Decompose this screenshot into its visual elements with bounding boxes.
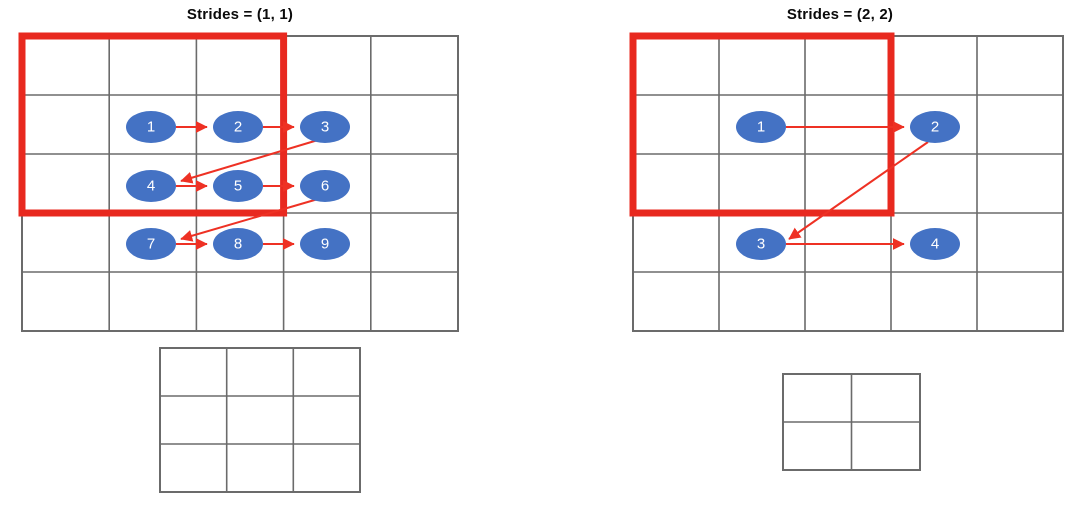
step-node-label: 5 (234, 178, 242, 195)
step-node: 3 (736, 228, 786, 260)
step-node-label: 2 (234, 119, 242, 136)
panel-title-right: Strides = (2, 2) (786, 6, 894, 23)
step-node-label: 1 (757, 119, 765, 136)
step-node: 4 (910, 228, 960, 260)
step-node: 1 (126, 111, 176, 143)
step-node: 2 (910, 111, 960, 143)
step-node-label: 4 (147, 178, 155, 195)
step-node-label: 9 (321, 236, 329, 253)
output-grid-right (782, 373, 921, 471)
step-node-label: 3 (757, 236, 765, 253)
step-node-label: 8 (234, 236, 242, 253)
step-node-label: 6 (321, 178, 329, 195)
traversal-arrows-right (786, 121, 929, 250)
panel-right: 1 2 3 4 (629, 32, 1064, 471)
panel-left: 1 2 3 4 5 6 7 (18, 32, 459, 493)
step-node: 5 (213, 170, 263, 202)
step-node-label: 7 (147, 236, 155, 253)
kernel-window-right (629, 32, 895, 217)
step-node: 1 (736, 111, 786, 143)
step-node: 7 (126, 228, 176, 260)
step-node: 8 (213, 228, 263, 260)
step-node: 2 (213, 111, 263, 143)
step-node: 9 (300, 228, 350, 260)
step-node-label: 4 (931, 236, 939, 253)
input-grid-right (632, 35, 1064, 332)
output-grid-left (159, 347, 361, 493)
step-node-label: 1 (147, 119, 155, 136)
step-node: 6 (300, 170, 350, 202)
step-node: 3 (300, 111, 350, 143)
traversal-arrows-left (176, 121, 319, 250)
panel-title-left: Strides = (1, 1) (186, 6, 294, 23)
step-node-label: 2 (931, 119, 939, 136)
step-node-label: 3 (321, 119, 329, 136)
step-node: 4 (126, 170, 176, 202)
